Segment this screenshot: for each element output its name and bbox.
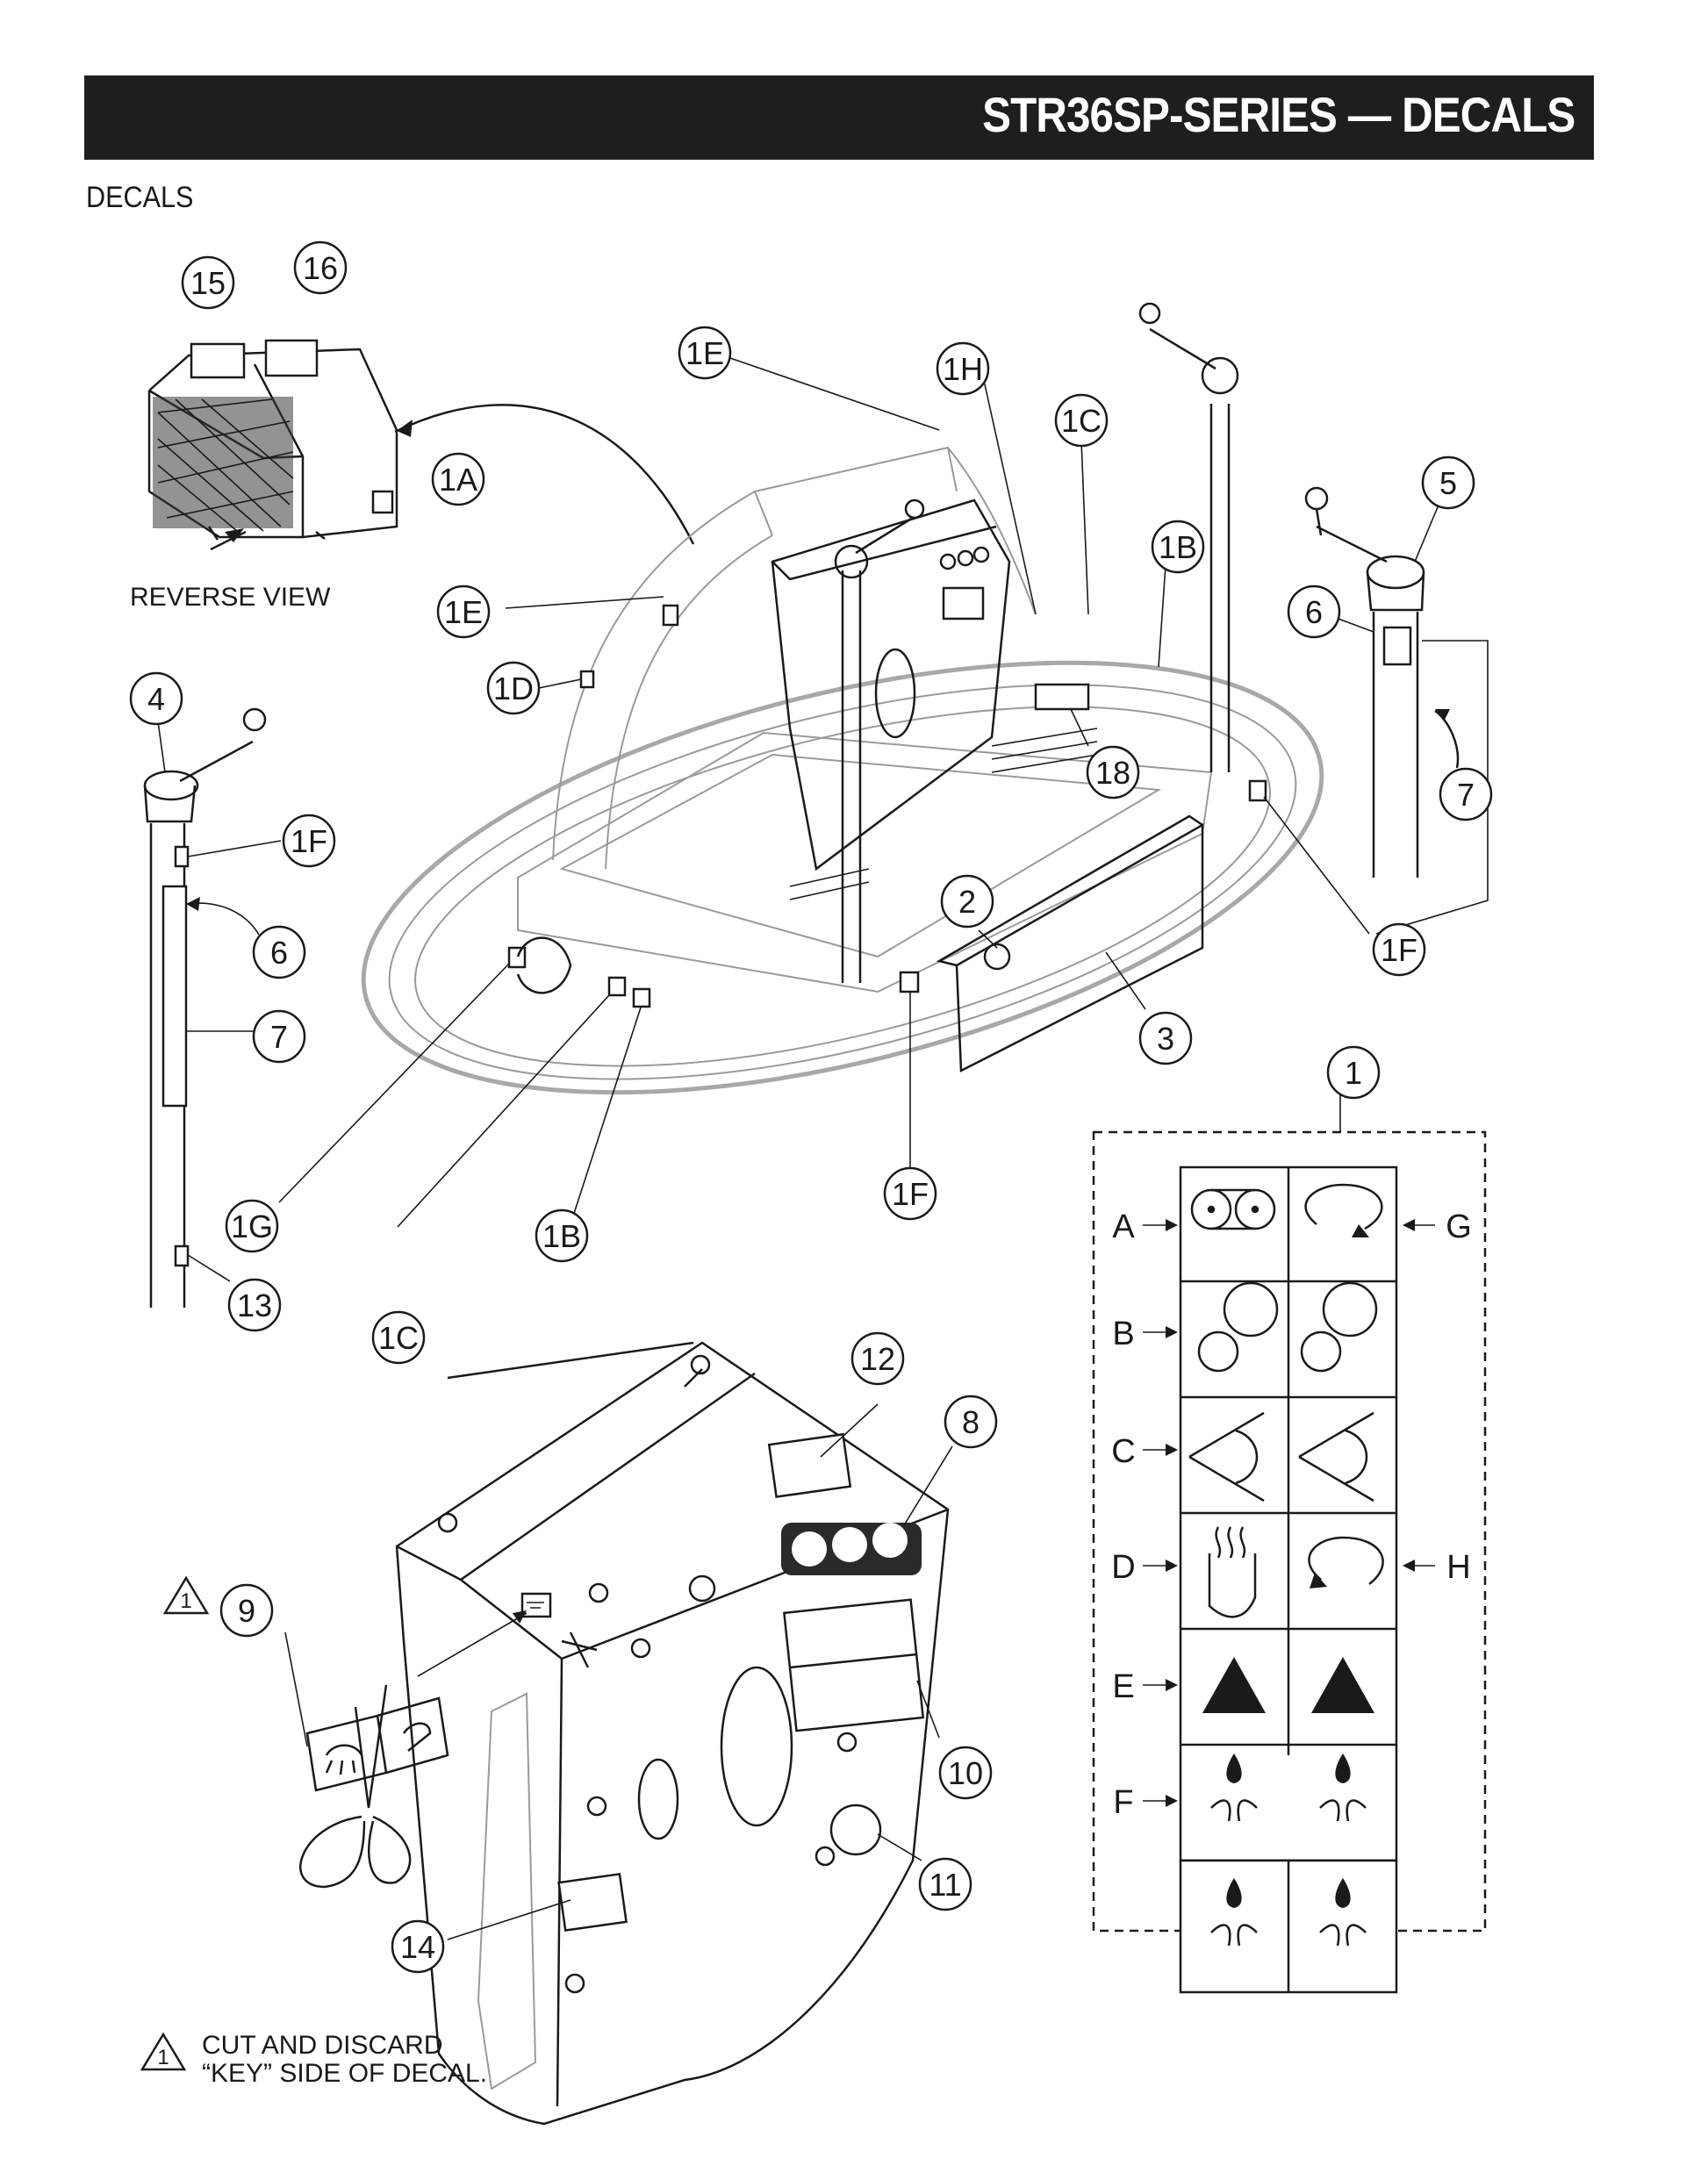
svg-text:1C: 1C xyxy=(1061,403,1102,439)
svg-text:7: 7 xyxy=(270,1019,288,1055)
callout-4: 4 xyxy=(129,671,183,726)
reverse-view-caption: REVERSE VIEW xyxy=(130,583,331,612)
callout-bubbles: 15 16 1A 1E 1H 1C 5 1B 6 1E 1D 7 18 4 1F… xyxy=(129,240,1493,1974)
callout-15: 15 xyxy=(181,255,235,310)
note-triangle-icon: 1 xyxy=(140,2032,187,2071)
svg-text:1C: 1C xyxy=(378,1320,419,1356)
svg-text:F: F xyxy=(1113,1784,1133,1821)
svg-text:4: 4 xyxy=(147,681,165,717)
svg-text:14: 14 xyxy=(400,1929,435,1965)
svg-text:16: 16 xyxy=(303,250,338,286)
callout-2: 2 xyxy=(940,874,994,929)
svg-text:1: 1 xyxy=(1345,1055,1362,1091)
callout-1H: 1H xyxy=(936,341,990,396)
callout-1F-right: 1F xyxy=(1372,922,1426,977)
note-line-1: CUT AND DISCARD xyxy=(202,2031,442,2060)
svg-text:1: 1 xyxy=(180,1589,191,1613)
svg-text:5: 5 xyxy=(1439,465,1457,501)
engine-cover-reverse-view xyxy=(147,339,398,541)
callout-11: 11 xyxy=(918,1857,972,1911)
callout-1C-top: 1C xyxy=(1054,393,1109,448)
callout-13: 13 xyxy=(227,1278,282,1332)
right-handle xyxy=(1304,486,1460,878)
arrow-head-icon xyxy=(225,528,244,542)
svg-text:12: 12 xyxy=(860,1341,895,1377)
callout-1F-bottom: 1F xyxy=(883,1166,937,1221)
svg-text:1F: 1F xyxy=(291,823,327,859)
svg-text:1G: 1G xyxy=(231,1208,273,1244)
svg-text:6: 6 xyxy=(1305,594,1323,630)
callout-1G: 1G xyxy=(225,1199,279,1253)
decal-9-scissors xyxy=(299,1684,449,1889)
svg-text:D: D xyxy=(1111,1549,1135,1586)
console-leaders xyxy=(284,1403,953,1940)
svg-text:1D: 1D xyxy=(493,670,534,706)
note-line-2: “KEY” SIDE OF DECAL. xyxy=(202,2059,487,2088)
trowel-machine xyxy=(361,302,1324,1095)
svg-text:E: E xyxy=(1112,1668,1134,1705)
callout-6-left: 6 xyxy=(252,925,306,979)
svg-text:11: 11 xyxy=(929,1867,961,1903)
decal-sheet-panel xyxy=(1092,1086,1487,1994)
svg-text:3: 3 xyxy=(1157,1021,1174,1057)
callout-1D: 1D xyxy=(486,661,541,715)
callout-18: 18 xyxy=(1086,745,1140,800)
callout-8: 8 xyxy=(944,1395,998,1449)
callout-3: 3 xyxy=(1138,1011,1193,1065)
callout-1E-mid: 1E xyxy=(436,584,491,639)
callout-7-left: 7 xyxy=(252,1009,306,1064)
callout-1E-top: 1E xyxy=(678,326,732,380)
svg-text:B: B xyxy=(1112,1316,1134,1352)
svg-text:1: 1 xyxy=(157,2046,169,2069)
svg-text:A: A xyxy=(1112,1208,1135,1245)
callout-14: 14 xyxy=(391,1919,445,1974)
callout-1B-bottom: 1B xyxy=(535,1208,589,1263)
svg-text:9: 9 xyxy=(238,1593,255,1629)
svg-text:1B: 1B xyxy=(1159,529,1197,565)
svg-text:18: 18 xyxy=(1095,755,1130,791)
svg-text:1B: 1B xyxy=(542,1218,581,1254)
callout-12: 12 xyxy=(850,1331,905,1386)
callout-1C-bottom: 1C xyxy=(371,1310,426,1365)
page-title: STR36SP-SERIES — DECALS xyxy=(981,87,1575,142)
leader-lines xyxy=(278,357,1489,1228)
callout-1B-top: 1B xyxy=(1151,520,1205,574)
callout-10: 10 xyxy=(938,1746,993,1800)
svg-text:1A: 1A xyxy=(439,462,477,498)
arrow-head-icon xyxy=(397,420,413,437)
svg-text:10: 10 xyxy=(948,1755,983,1791)
callout-1A: 1A xyxy=(431,452,485,506)
svg-text:G: G xyxy=(1446,1208,1472,1245)
callout-7-right: 7 xyxy=(1439,767,1493,821)
section-label: DECALS xyxy=(86,181,194,214)
callout-16: 16 xyxy=(293,240,348,295)
callout-5: 5 xyxy=(1421,455,1475,510)
svg-text:1F: 1F xyxy=(1381,932,1417,968)
svg-text:H: H xyxy=(1446,1549,1470,1586)
left-handle xyxy=(143,707,282,1308)
callout-1F-left: 1F xyxy=(282,814,336,868)
svg-text:6: 6 xyxy=(270,935,288,971)
callout-9: 9 xyxy=(219,1583,274,1638)
callout-6-right: 6 xyxy=(1287,584,1341,639)
svg-text:13: 13 xyxy=(237,1287,272,1323)
svg-text:1E: 1E xyxy=(444,594,483,630)
header-bar: STR36SP-SERIES — DECALS xyxy=(84,75,1594,160)
svg-text:1E: 1E xyxy=(685,335,724,371)
callout-1: 1 xyxy=(1326,1045,1381,1100)
decal-letters: A B C D E F G H xyxy=(1111,1208,1472,1821)
svg-text:7: 7 xyxy=(1457,777,1475,813)
svg-text:C: C xyxy=(1111,1433,1135,1470)
svg-text:15: 15 xyxy=(190,265,226,301)
cover-location-arrow xyxy=(394,404,695,545)
svg-text:8: 8 xyxy=(962,1404,980,1440)
svg-text:1H: 1H xyxy=(943,351,983,387)
svg-text:1F: 1F xyxy=(892,1176,929,1212)
warning-triangle-icon: 1 xyxy=(162,1575,210,1615)
console-detail xyxy=(395,1341,950,2126)
svg-text:2: 2 xyxy=(958,884,976,920)
